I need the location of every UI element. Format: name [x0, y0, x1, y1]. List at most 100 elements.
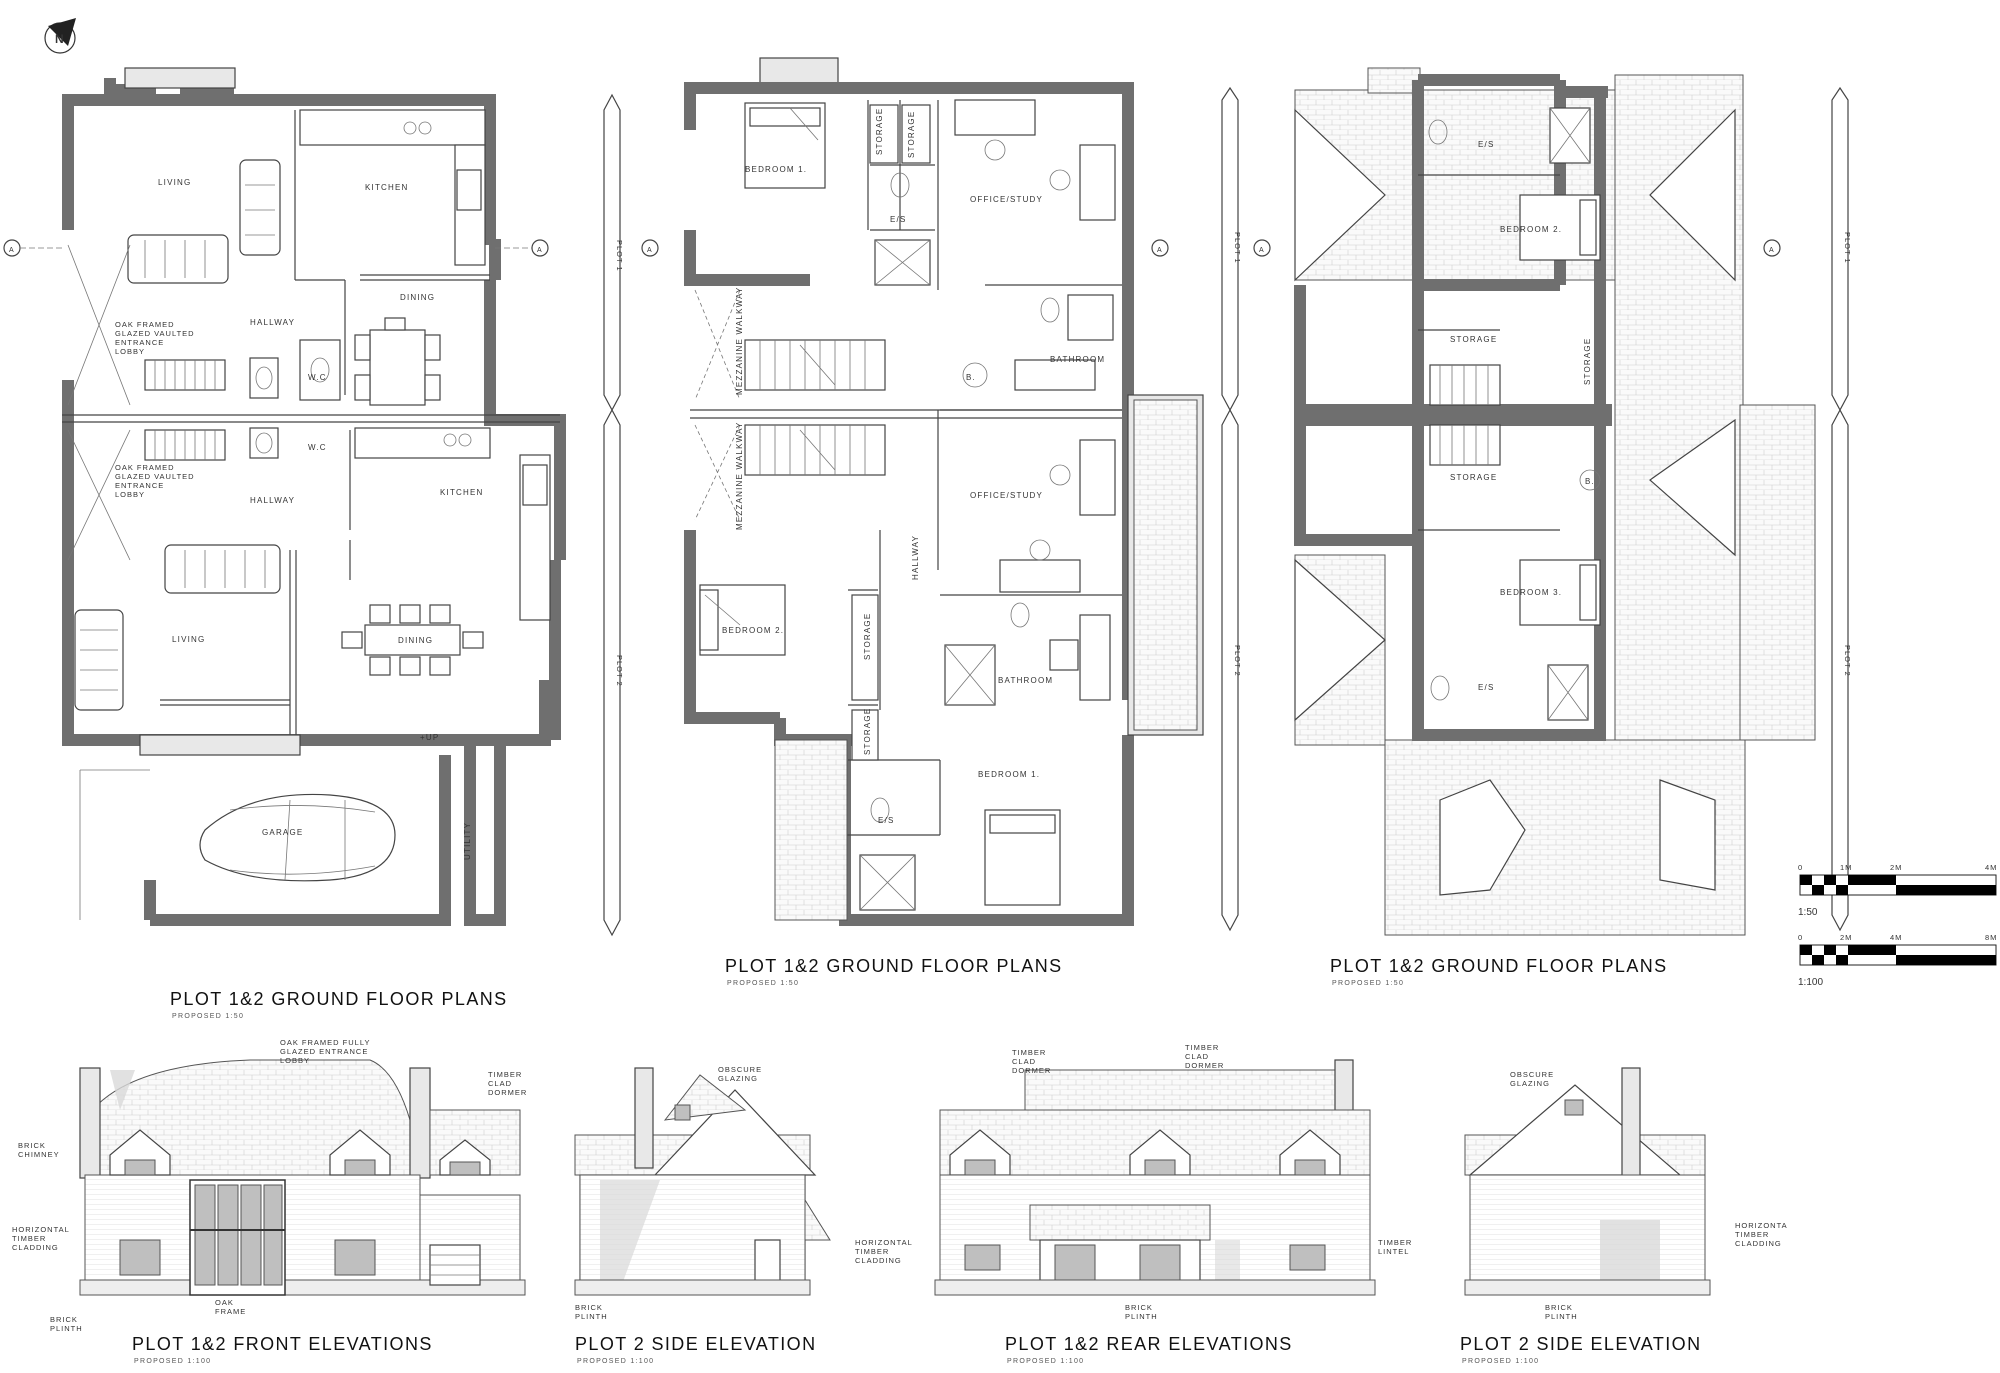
room-label: MEZZANINE WALKWAY — [735, 286, 744, 395]
plan-3-second-floor: E/S BEDROOM 2. STORAGE STORAGE STORAGE B… — [1294, 67, 1816, 987]
note-line: OAK FRAMED FULLY — [280, 1038, 370, 1047]
rear-elevation: TIMBER CLAD DORMER TIMBER CLAD DORMER TI… — [934, 1043, 1411, 1365]
side-elevation-plot-2-b: OBSCURE GLAZING HORIZONTA TIMBER CLADDIN… — [1460, 1067, 1788, 1365]
room-label: HALLWAY — [250, 318, 295, 327]
plot-divider-3: PLOT 1 PLOT 2 A — [1763, 86, 1852, 932]
room-label: W.C — [308, 443, 327, 452]
note-line: CHIMNEY — [18, 1150, 60, 1159]
note-line: GLAZING — [1510, 1079, 1550, 1088]
room-label: E/S — [1478, 140, 1495, 149]
elevation-subtitle: PROPOSED 1:100 — [577, 1358, 654, 1365]
scale-tick: 0 — [1798, 933, 1803, 942]
note-line: BRICK — [50, 1315, 78, 1324]
room-label: GARAGE — [262, 828, 303, 837]
room-label: E/S — [878, 816, 895, 825]
note-line: OBSCURE — [1510, 1070, 1554, 1079]
room-label: E/S — [1478, 683, 1495, 692]
note-line: OBSCURE — [718, 1065, 762, 1074]
note-line: CLADDING — [855, 1256, 902, 1265]
room-label: BEDROOM 1. — [745, 165, 807, 174]
plan-subtitle: PROPOSED 1:50 — [172, 1013, 244, 1020]
note-line: OAK FRAMED — [115, 320, 175, 329]
scale-bar-1-50: 0 1M 2M 4M 1:50 — [1798, 863, 1997, 918]
note-line: PLINTH — [50, 1324, 83, 1333]
room-label: STORAGE — [863, 708, 872, 755]
elevation-subtitle: PROPOSED 1:100 — [134, 1358, 211, 1365]
scale-bar-1-100: 0 2M 4M 8M 1:100 — [1798, 933, 1997, 988]
note-line: LOBBY — [115, 490, 145, 499]
plan-2-first-floor: BEDROOM 1. STORAGE STORAGE E/S OFFICE/ST… — [684, 57, 1204, 987]
room-label: W.C — [308, 373, 327, 382]
plot-divider-1: PLOT 1 PLOT 2 A — [603, 93, 659, 937]
note-line: TIMBER — [1735, 1230, 1769, 1239]
note-line: LOBBY — [115, 347, 145, 356]
room-label: STORAGE — [863, 613, 872, 660]
room-label: STORAGE — [907, 111, 916, 158]
room-label: BEDROOM 2. — [722, 626, 784, 635]
plot-label: PLOT 2 — [1843, 645, 1852, 677]
note-line: TIMBER — [1185, 1043, 1219, 1052]
note-line: CLAD — [1012, 1057, 1036, 1066]
room-label: STORAGE — [875, 108, 884, 155]
room-label: HALLWAY — [250, 496, 295, 505]
note-line: HORIZONTA — [1735, 1221, 1788, 1230]
plan-title: PLOT 1&2 GROUND FLOOR PLANS — [1330, 956, 1668, 976]
room-label: HALLWAY — [911, 535, 920, 580]
note-line: BRICK — [1125, 1303, 1153, 1312]
note-line: DORMER — [488, 1088, 527, 1097]
room-label: DINING — [398, 636, 433, 645]
scale-label: 1:100 — [1798, 977, 1823, 988]
room-label: +UP — [420, 733, 439, 742]
room-label: OFFICE/STUDY — [970, 195, 1043, 204]
note-line: GLAZING — [718, 1074, 758, 1083]
note-line: PLINTH — [1545, 1312, 1578, 1321]
note-line: OAK — [215, 1298, 234, 1307]
side-elevation-plot-2: OBSCURE GLAZING HORIZONTAL TIMBER CLADDI… — [574, 1065, 913, 1365]
note-line: BRICK — [575, 1303, 603, 1312]
note-line: TIMBER — [1012, 1048, 1046, 1057]
room-label: B. — [1585, 477, 1595, 486]
room-label: OFFICE/STUDY — [970, 491, 1043, 500]
room-label: B. — [966, 373, 976, 382]
section-marker: A — [1769, 247, 1774, 254]
north-arrow-icon: N — [44, 18, 76, 54]
note-line: DORMER — [1185, 1061, 1224, 1070]
room-label: DINING — [400, 293, 435, 302]
scale-tick: 1M — [1840, 863, 1852, 872]
room-label: BEDROOM 3. — [1500, 588, 1562, 597]
note-line: BRICK — [18, 1141, 46, 1150]
room-label: LIVING — [172, 635, 205, 644]
plot-label: PLOT 2 — [1233, 645, 1242, 677]
room-label: BATHROOM — [1050, 355, 1105, 364]
elevation-title: PLOT 1&2 FRONT ELEVATIONS — [132, 1334, 433, 1354]
front-elevation: OAK FRAMED FULLY GLAZED ENTRANCE LOBBY T… — [12, 1038, 527, 1365]
plot-label: PLOT 1 — [1233, 232, 1242, 264]
note-line: OAK FRAMED — [115, 463, 175, 472]
section-marker-right: A — [537, 247, 542, 254]
note-line: GLAZED ENTRANCE — [280, 1047, 368, 1056]
room-label: E/S — [890, 215, 907, 224]
room-label: STORAGE — [1450, 473, 1497, 482]
room-label: BEDROOM 1. — [978, 770, 1040, 779]
room-label: BATHROOM — [998, 676, 1053, 685]
room-label: LIVING — [158, 178, 191, 187]
scale-tick: 4M — [1985, 863, 1997, 872]
note-line: CLAD — [488, 1079, 512, 1088]
scale-label: 1:50 — [1798, 907, 1818, 918]
note-line: PLINTH — [1125, 1312, 1158, 1321]
section-marker: A — [1157, 247, 1162, 254]
room-label: KITCHEN — [440, 488, 484, 497]
plot-divider-2: PLOT 1 PLOT 2 A A — [1151, 86, 1271, 932]
note-line: LINTEL — [1378, 1247, 1409, 1256]
elevation-subtitle: PROPOSED 1:100 — [1007, 1358, 1084, 1365]
note-line: PLINTH — [575, 1312, 608, 1321]
note-line: HORIZONTAL — [855, 1238, 913, 1247]
note-line: TIMBER — [12, 1234, 46, 1243]
note-line: TIMBER — [855, 1247, 889, 1256]
plot-label: PLOT 2 — [615, 655, 624, 687]
note-line: ENTRANCE — [115, 481, 164, 490]
note-line: LOBBY — [280, 1056, 310, 1065]
note-line: GLAZED VAULTED — [115, 329, 195, 338]
note-line: CLADDING — [12, 1243, 59, 1252]
